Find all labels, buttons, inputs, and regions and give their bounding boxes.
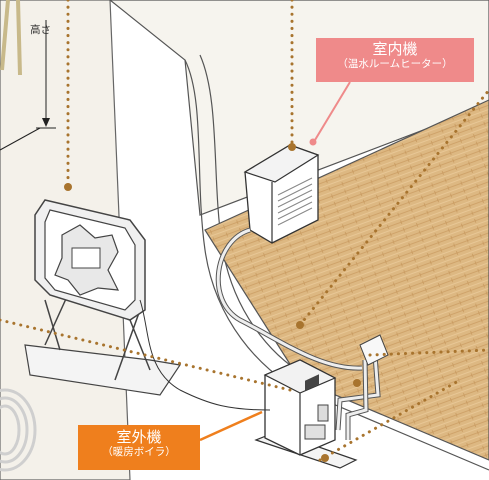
guide-dots xyxy=(64,143,361,462)
tatami-floor xyxy=(204,99,489,461)
fan-heater-legs xyxy=(0,0,22,76)
indoor-unit-callout: 室内機 （温水ルームヒーター） xyxy=(316,38,474,82)
indoor-unit-subtitle: （温水ルームヒーター） xyxy=(337,58,453,71)
pipe-coil-icon xyxy=(0,388,37,472)
outdoor-unit-subtitle: （暖房ボイラ） xyxy=(102,446,176,459)
outdoor-unit-callout: 室外機 （暖房ボイラ） xyxy=(78,425,200,470)
height-label: 高さ xyxy=(30,24,51,36)
dotted-guides xyxy=(0,0,489,462)
wall-edge xyxy=(184,59,301,391)
height-arrow-head xyxy=(42,118,50,127)
indoor-unit-heater xyxy=(243,144,320,244)
panel-cable xyxy=(139,299,271,411)
hot-water-pipes xyxy=(215,227,381,440)
indoor-unit-title: 室内機 xyxy=(372,40,418,58)
indoor-callout-pointer xyxy=(314,81,351,141)
wall-outlet xyxy=(359,334,389,366)
outdoor-callout-pointer xyxy=(199,410,263,442)
leader-line xyxy=(0,127,41,151)
outdoor-unit-title: 室外機 xyxy=(116,428,162,446)
indoor-callout-dot xyxy=(309,138,317,146)
panel-radiator xyxy=(24,199,182,396)
outdoor-unit-boiler xyxy=(254,359,358,469)
